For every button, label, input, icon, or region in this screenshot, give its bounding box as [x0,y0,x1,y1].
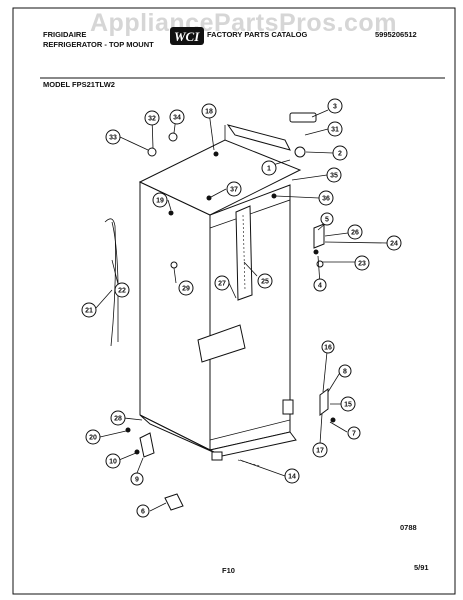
svg-text:19: 19 [156,198,164,205]
callout-18: 18 [201,103,217,119]
callout-3: 3 [327,98,343,114]
watermark-text: AppliancePartsPros.com [90,9,397,37]
liner-outline [209,199,291,441]
callout-14: 14 [284,468,300,484]
callout-9: 9 [130,472,144,486]
page-border [12,7,456,595]
callout-20: 20 [85,429,101,445]
page-number: F10 [222,566,235,575]
callout-5: 5 [320,212,334,226]
svg-text:35: 35 [330,173,338,180]
callout-22: 22 [114,282,130,298]
callout-36: 36 [318,190,334,206]
svg-text:26: 26 [351,230,359,237]
svg-text:7: 7 [352,431,356,438]
svg-text:32: 32 [148,116,156,123]
callout-32: 32 [144,110,160,126]
brand-logo: WCI [170,27,204,45]
top-hinge-cover [289,112,317,123]
callout-2: 2 [332,145,348,161]
catalog-number: 5995206512 [375,30,417,39]
svg-text:5: 5 [325,217,329,224]
callout-4: 4 [313,278,327,292]
svg-text:17: 17 [316,448,324,455]
svg-text:37: 37 [230,187,238,194]
catalog-label: FACTORY PARTS CATALOG [207,30,307,39]
drain-tube [104,218,116,347]
callout-33: 33 [105,129,121,145]
model-label: MODEL FPS21TLW2 [43,80,115,89]
svg-text:28: 28 [114,416,122,423]
cabinet-side-panel [139,181,211,451]
callout-28: 28 [110,410,126,426]
svg-text:23: 23 [358,261,366,268]
leader-lines [95,109,388,512]
callout-37: 37 [226,181,242,197]
callout-10: 10 [105,453,121,469]
logo-text: WCI [174,29,200,44]
callout-1: 1 [261,160,277,176]
svg-text:34: 34 [173,115,181,122]
shelf-support-rail [235,205,253,301]
center-hinge [313,223,325,249]
callout-34: 34 [169,109,185,125]
svg-text:27: 27 [218,281,226,288]
svg-text:1: 1 [267,166,271,173]
leveling-bracket [139,432,155,458]
cabinet-assembly [138,124,302,461]
svg-text:20: 20 [89,435,97,442]
callout-17: 17 [312,442,328,458]
bottom-hinge [319,388,329,416]
subtitle-label: REFRIGERATOR - TOP MOUNT [43,40,154,49]
callout-8: 8 [338,364,352,378]
svg-text:15: 15 [344,402,352,409]
svg-text:25: 25 [261,279,269,286]
callout-26: 26 [347,224,363,240]
svg-text:22: 22 [118,288,126,295]
svg-text:16: 16 [324,345,332,352]
callout-24: 24 [386,235,402,251]
callout-27: 27 [214,275,230,291]
footer-date: 5/91 [414,563,429,572]
callout-29: 29 [178,280,194,296]
svg-text:8: 8 [343,369,347,376]
callout-16: 16 [321,340,335,354]
svg-text:3: 3 [333,104,337,111]
callout-7: 7 [347,426,361,440]
svg-text:33: 33 [109,135,117,142]
callout-31: 31 [327,121,343,137]
svg-text:14: 14 [288,474,296,481]
svg-text:29: 29 [182,286,190,293]
callout-19: 19 [152,192,168,208]
svg-text:2: 2 [338,151,342,158]
svg-text:21: 21 [85,308,93,315]
callout-21: 21 [81,302,97,318]
callout-15: 15 [340,396,356,412]
brand-label: FRIGIDAIRE [43,30,86,39]
svg-text:24: 24 [390,241,398,248]
svg-text:4: 4 [318,283,322,290]
footer-code: 0788 [400,523,417,532]
bumper-part [147,147,157,157]
leveling-leg [164,493,184,511]
svg-text:18: 18 [205,109,213,116]
svg-text:9: 9 [135,477,139,484]
callout-35: 35 [326,167,342,183]
svg-text:31: 31 [331,127,339,134]
divider-panel [197,324,246,363]
svg-text:10: 10 [109,459,117,466]
svg-text:6: 6 [141,509,145,516]
svg-text:36: 36 [322,196,330,203]
top-hinge-bracket [226,124,291,151]
cabinet-top [138,139,302,216]
callout-6: 6 [136,504,150,518]
callout-23: 23 [354,255,370,271]
callout-25: 25 [257,273,273,289]
